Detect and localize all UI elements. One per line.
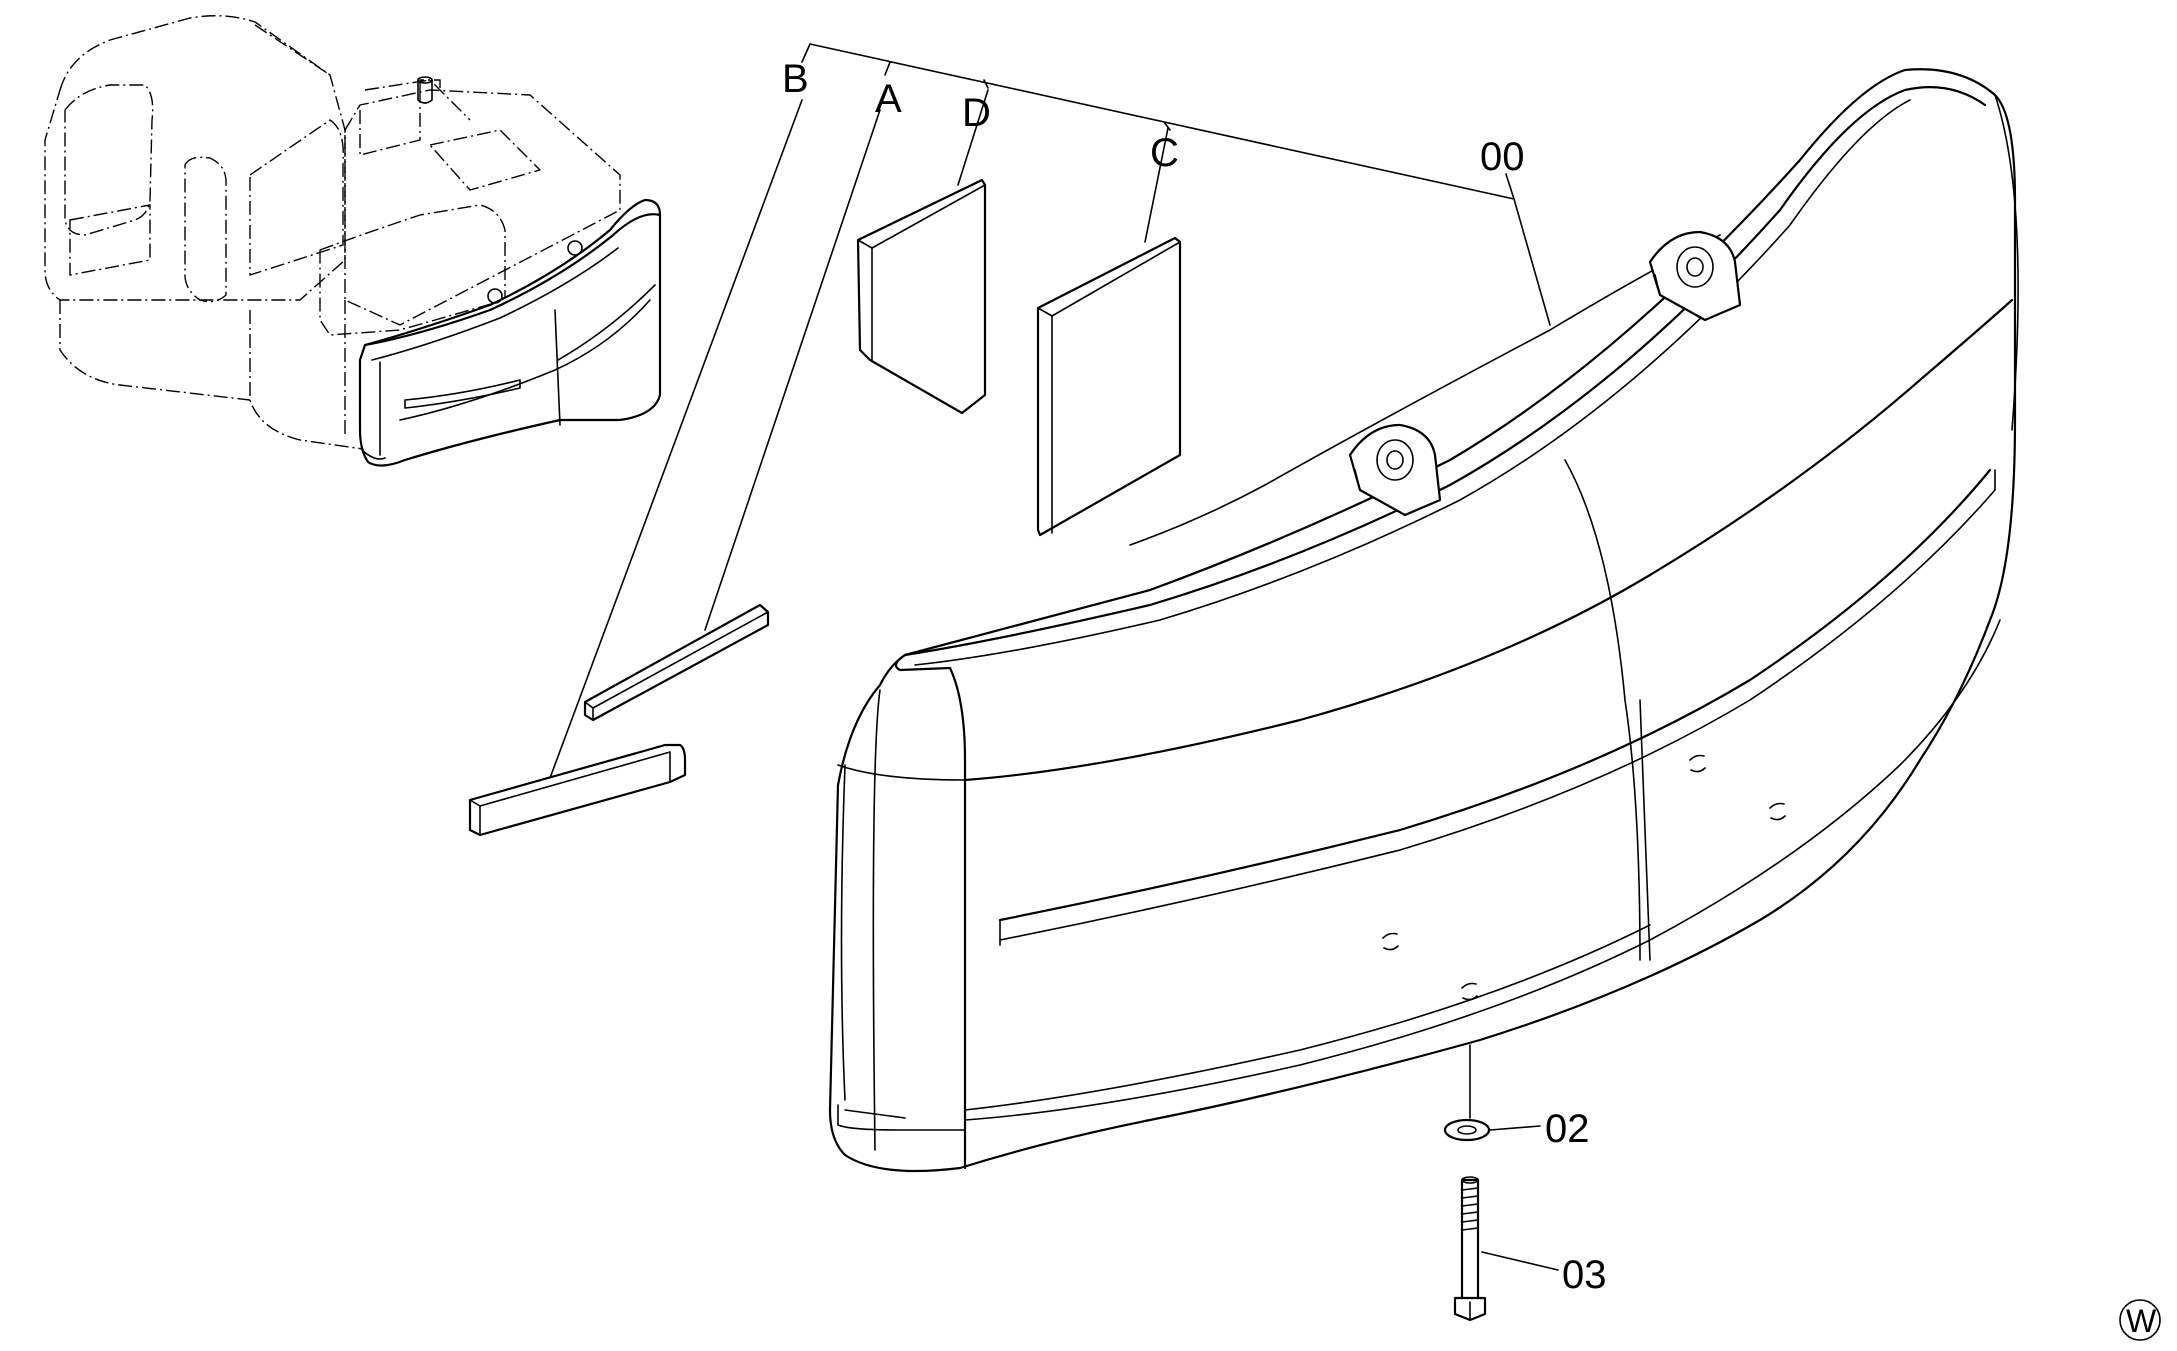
callout-a: A xyxy=(875,77,902,121)
callout-c: C xyxy=(1150,131,1179,175)
callout-02: 02 xyxy=(1545,1107,1590,1151)
callout-00: 00 xyxy=(1480,135,1525,179)
shim-b-part xyxy=(468,743,687,837)
excavator-overview-icon xyxy=(44,15,662,467)
circled-w-icon: W xyxy=(2119,1299,2161,1341)
lifting-lug-right-icon xyxy=(1648,230,1742,322)
bolt-part xyxy=(1453,1176,1487,1322)
plate-d-part xyxy=(856,178,987,415)
washer-part xyxy=(1443,1118,1491,1142)
callout-d: D xyxy=(962,91,991,135)
plate-c-part xyxy=(1036,236,1182,537)
counterweight-part xyxy=(828,68,2019,1173)
leader-lines xyxy=(549,43,1559,1271)
shim-a-part xyxy=(583,603,770,722)
callout-b: B xyxy=(782,57,809,101)
lifting-lug-left-icon xyxy=(1348,423,1442,517)
corner-mark-label: W xyxy=(2126,1303,2157,1339)
callout-03: 03 xyxy=(1562,1253,1607,1297)
